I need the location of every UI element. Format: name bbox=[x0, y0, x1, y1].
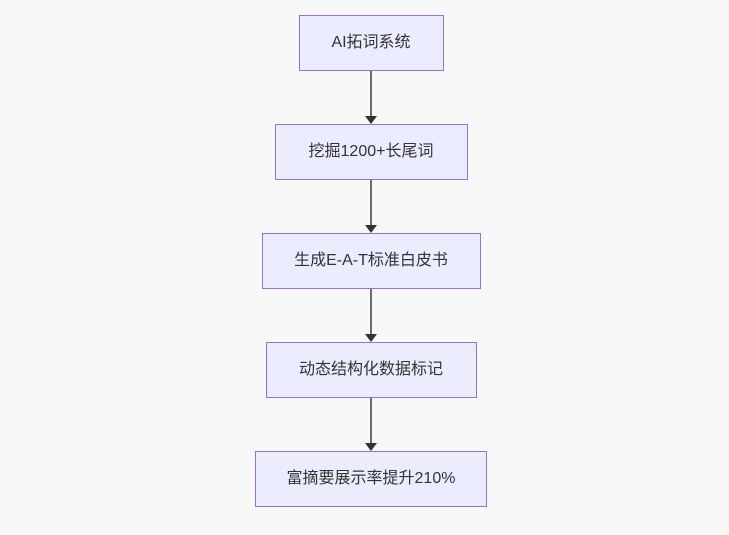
arrow-down-icon bbox=[365, 225, 377, 233]
flow-node-ai-word-expansion-system: AI拓词系统 bbox=[298, 15, 444, 71]
flow-node-label: 富摘要展示率提升210% bbox=[286, 470, 456, 487]
flow-node-eat-whitepaper-generation: 生成E-A-T标准白皮书 bbox=[261, 233, 481, 289]
flow-node-rich-snippet-rate-increase: 富摘要展示率提升210% bbox=[255, 451, 487, 507]
flow-node-label: AI拓词系统 bbox=[331, 34, 411, 51]
arrow-connector bbox=[365, 180, 377, 233]
flow-node-label: 挖掘1200+长尾词 bbox=[308, 143, 434, 160]
flow-node-label: 动态结构化数据标记 bbox=[298, 361, 443, 378]
arrow-line bbox=[370, 180, 372, 225]
arrow-line bbox=[370, 71, 372, 116]
arrow-connector bbox=[365, 289, 377, 342]
arrow-line bbox=[370, 289, 372, 334]
flow-node-dynamic-structured-data-markup: 动态结构化数据标记 bbox=[265, 342, 477, 398]
arrow-connector bbox=[365, 71, 377, 124]
flowchart: AI拓词系统 挖掘1200+长尾词 生成E-A-T标准白皮书 动态结构化数据标记… bbox=[255, 15, 487, 507]
flow-node-label: 生成E-A-T标准白皮书 bbox=[294, 252, 448, 269]
flow-node-longtail-keyword-mining: 挖掘1200+长尾词 bbox=[274, 124, 468, 180]
arrow-down-icon bbox=[365, 443, 377, 451]
arrow-down-icon bbox=[365, 116, 377, 124]
arrow-line bbox=[370, 398, 372, 443]
arrow-down-icon bbox=[365, 334, 377, 342]
arrow-connector bbox=[365, 398, 377, 451]
